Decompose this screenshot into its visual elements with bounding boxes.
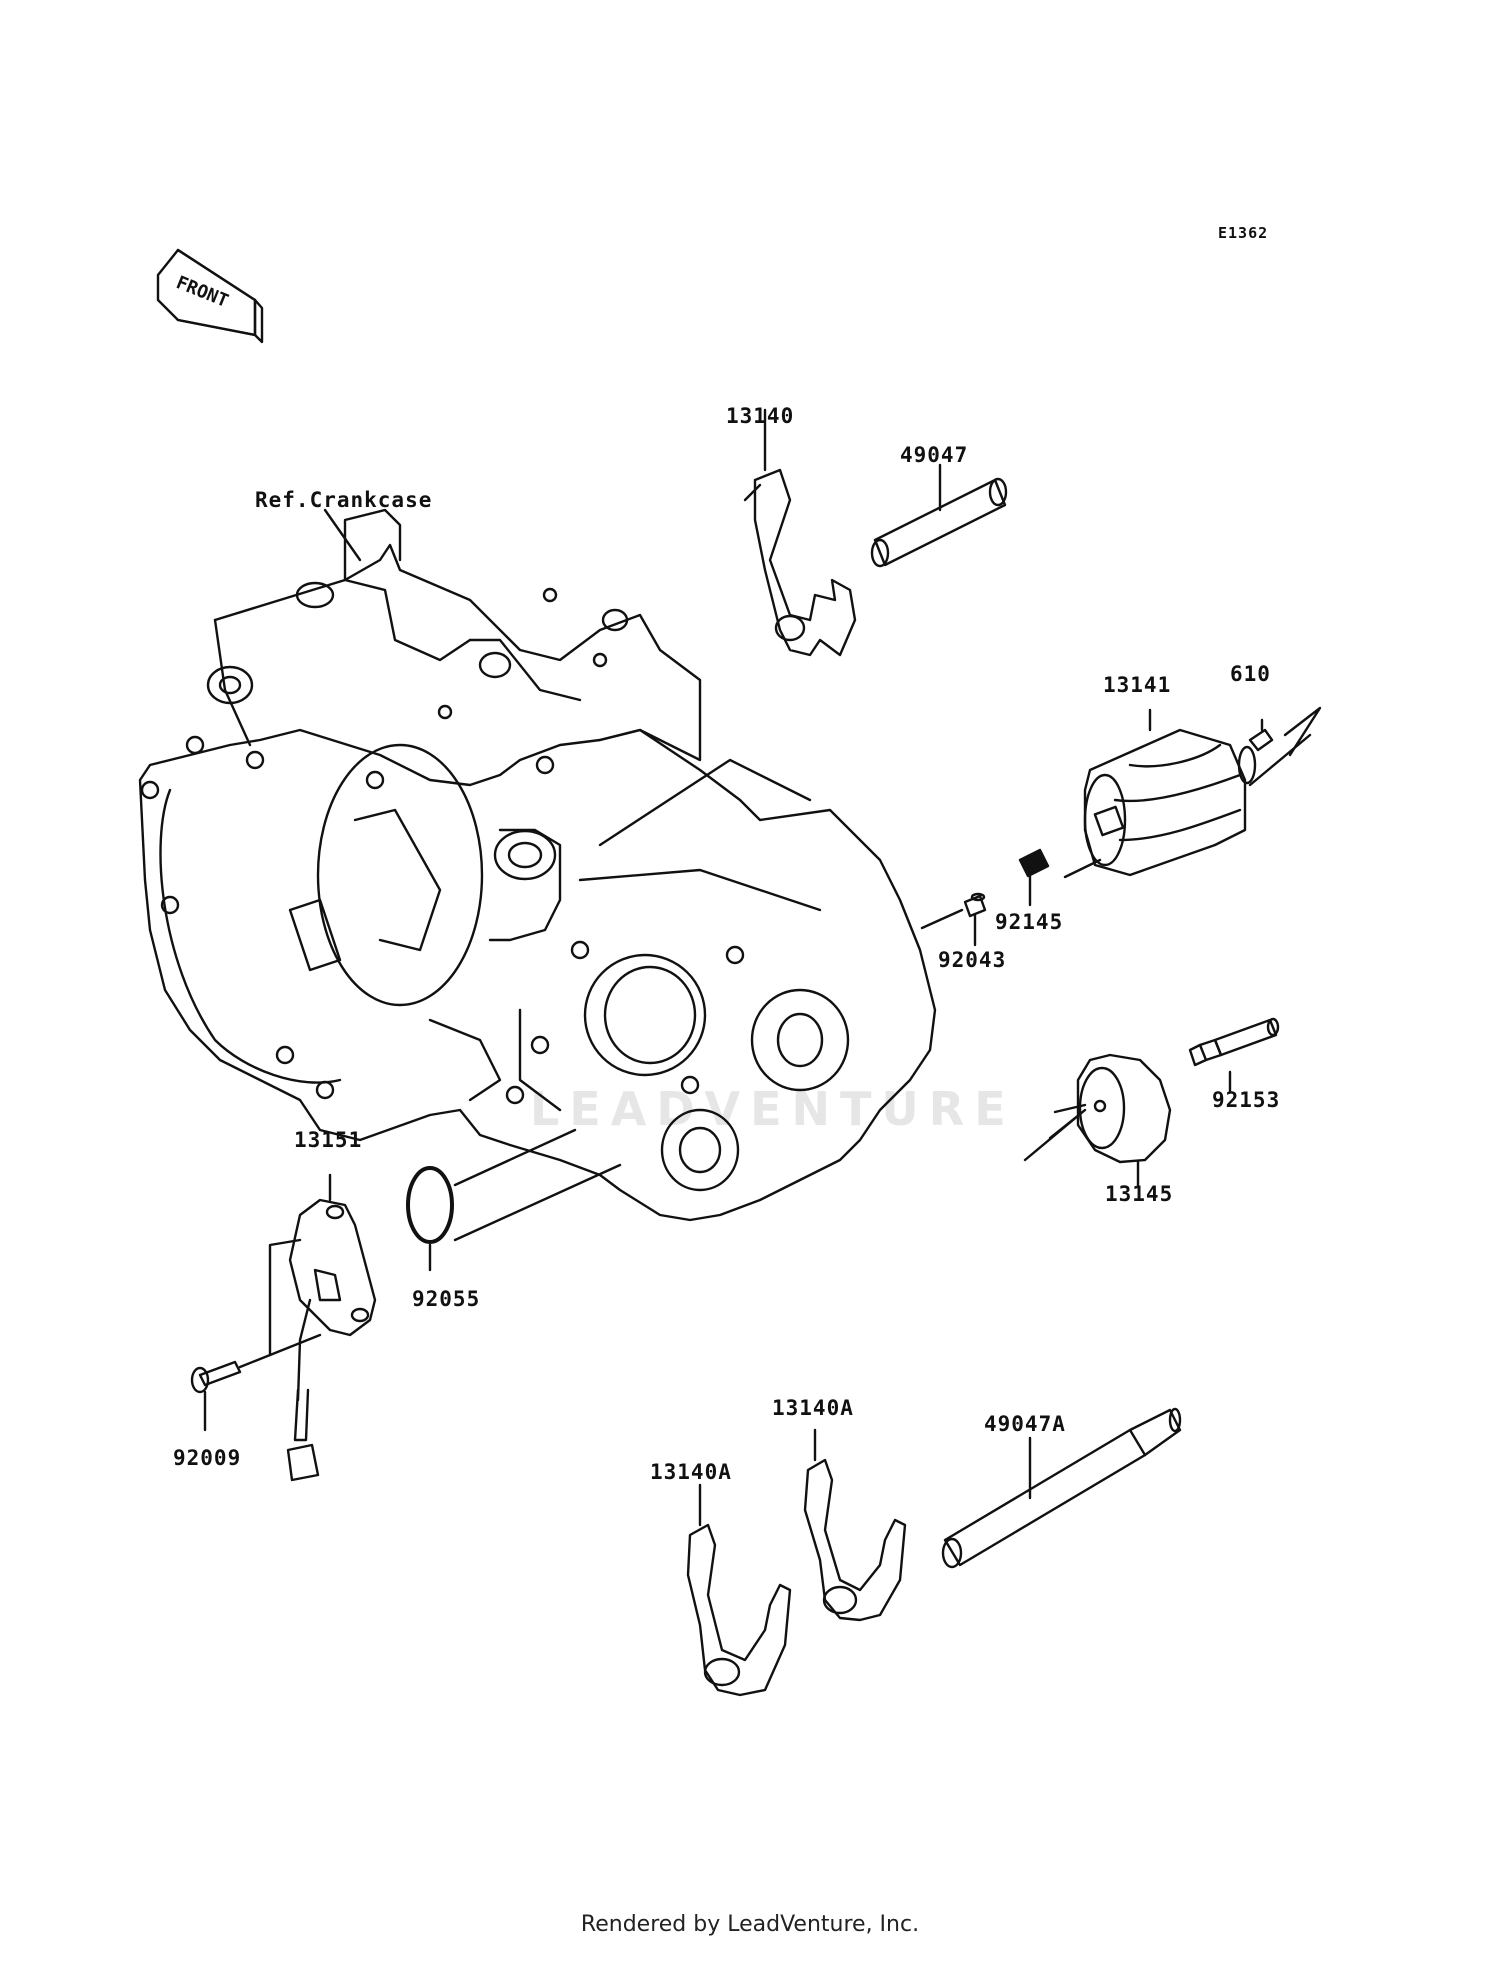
part-label-13141[interactable]: 13141 [1103,673,1172,697]
pin-92043-illustration [963,892,987,918]
leader-610-arrow [1283,706,1322,757]
diagram-code: E1362 [1218,224,1269,242]
spring-92145-illustration [1018,848,1050,878]
part-label-13140a-upper[interactable]: 13140A [772,1396,854,1420]
pin-610-illustration [1248,718,1274,752]
crankcase-leader [323,508,362,562]
leader-92055-guide-1 [453,1128,577,1187]
leader-13145-arrow [1053,1103,1087,1114]
leader-13145-guide [1023,1108,1087,1162]
crankcase-illustration [138,508,937,1222]
part-label-13140a-lower[interactable]: 13140A [650,1460,732,1484]
switch-13151-illustration [286,1198,377,1482]
leader-92009-guide [238,1333,322,1369]
watermark: LEADVENTURE [530,1082,1016,1136]
leader-13151-bracket [268,1238,302,1357]
o-ring-92055-illustration [406,1166,454,1244]
bolt-92153-illustration [1188,1017,1280,1067]
leader-92043-guide [920,908,964,930]
shift-drum-13141-illustration [1083,728,1257,877]
part-label-92009[interactable]: 92009 [173,1446,242,1470]
part-label-610[interactable]: 610 [1230,662,1271,686]
part-label-49047[interactable]: 49047 [900,443,969,467]
part-label-13140[interactable]: 13140 [726,404,795,428]
part-label-13151[interactable]: 13151 [294,1128,363,1152]
shaft-49047-illustration [870,477,1008,568]
reference-label: Ref.Crankcase [255,488,433,512]
front-arrow-icon: FRONT [156,248,264,344]
footer-credit: Rendered by LeadVenture, Inc. [580,1912,920,1937]
shift-fork-13140-illustration [743,468,857,657]
shift-fork-13140a-lower-illustration [686,1523,792,1697]
shaft-49047a-illustration [941,1407,1182,1569]
part-label-92153[interactable]: 92153 [1212,1088,1281,1112]
part-label-92145[interactable]: 92145 [995,910,1064,934]
part-label-92043[interactable]: 92043 [938,948,1007,972]
shift-fork-13140a-upper-illustration [803,1458,907,1622]
part-label-49047a[interactable]: 49047A [984,1412,1066,1436]
part-label-13145[interactable]: 13145 [1105,1182,1174,1206]
leader-610-guide [1248,733,1312,787]
screw-92009-illustration [190,1360,242,1394]
cam-13145-illustration [1076,1053,1172,1164]
leader-13141-drum [1063,858,1102,879]
part-label-92055[interactable]: 92055 [412,1287,481,1311]
leader-92055-guide-2 [453,1163,622,1242]
